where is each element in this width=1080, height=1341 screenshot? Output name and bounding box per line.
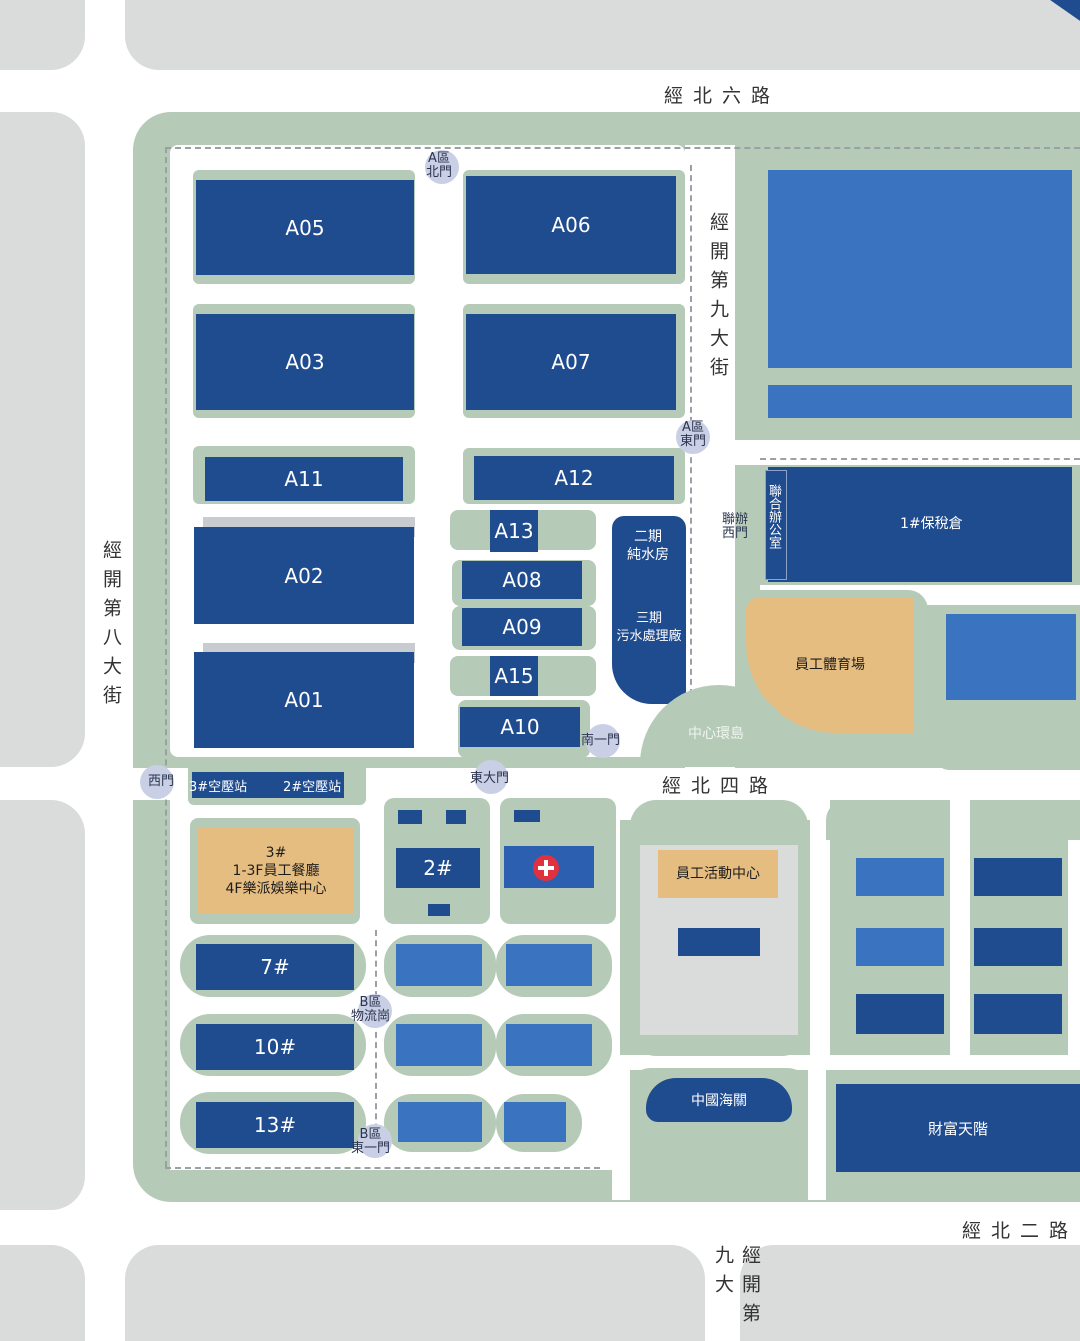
building-a09[interactable]: A09 xyxy=(462,608,582,646)
dorm-7[interactable]: 7# xyxy=(196,944,354,990)
city-block-bottom-middle xyxy=(125,1245,705,1341)
gate-east-main-marker[interactable] xyxy=(474,760,508,794)
joint-office-box[interactable] xyxy=(765,470,787,580)
building-a02[interactable]: A02 xyxy=(194,527,414,624)
building-a13[interactable]: A13 xyxy=(490,510,538,552)
road-label-kai-nine: 經開第九大街 xyxy=(707,212,729,386)
building-a12[interactable]: A12 xyxy=(474,456,674,500)
building-east-top[interactable] xyxy=(768,170,1072,368)
activity-center[interactable]: 員工活動中心 xyxy=(658,850,778,898)
grid-building-3[interactable] xyxy=(856,928,944,966)
gate-b-logistics[interactable]: B區 物流崗 xyxy=(351,995,391,1024)
building-a11[interactable]: A11 xyxy=(205,457,403,501)
dorm-right-3[interactable] xyxy=(504,1102,566,1142)
building-air-stations[interactable] xyxy=(192,772,344,798)
label-joint-office: 聯合辦公室 xyxy=(766,484,781,549)
grid-building-4[interactable] xyxy=(974,928,1062,966)
road-label-north-four: 經北四路 xyxy=(662,775,779,797)
road-corridor-customs xyxy=(612,1060,630,1200)
dorm-mid-3[interactable] xyxy=(398,1102,482,1142)
road-corridor-vert-mid xyxy=(810,800,830,1060)
customs-building[interactable]: 中國海關 xyxy=(646,1078,792,1122)
city-block-top-left xyxy=(0,0,85,70)
gate-a-north-marker[interactable] xyxy=(425,150,459,184)
road-corridor-vert-right xyxy=(950,800,970,1055)
zone-boundary-left xyxy=(165,147,167,1167)
grid-lawn-r2 xyxy=(972,800,1080,840)
clinic-small[interactable] xyxy=(514,810,540,822)
zone-a-boundary-top xyxy=(165,147,1080,149)
building-a05[interactable]: A05 xyxy=(196,180,414,275)
gate-a-north[interactable]: A區 北門 xyxy=(426,151,453,180)
dorm-mid-1[interactable] xyxy=(396,944,482,986)
label-bonded-warehouse: 1#保稅倉 xyxy=(900,516,963,532)
grid-lawn-r1 xyxy=(826,800,946,840)
dorm-right-1[interactable] xyxy=(506,944,592,986)
gate-a-east-marker[interactable] xyxy=(676,420,710,454)
zone-boundary-bottom xyxy=(165,1167,600,1169)
joint-gate-lawn xyxy=(735,465,757,587)
dorm-13[interactable]: 13# xyxy=(196,1102,354,1148)
building-a15[interactable]: A15 xyxy=(490,656,538,696)
label-pure-water: 二期 純水房 xyxy=(627,529,669,563)
zone-b-boundary xyxy=(375,930,377,1150)
canteen-building[interactable]: 3# 1-3F員工餐廳 4F樂派娛樂中心 xyxy=(198,828,354,914)
dorm-mid-2[interactable] xyxy=(396,1024,482,1066)
label-sewage: 三期 污水處理廠 xyxy=(616,611,682,644)
gate-east-main[interactable]: 東大門 xyxy=(470,771,510,786)
road-corridor-vert-far xyxy=(1068,800,1080,1055)
building-a07[interactable]: A07 xyxy=(466,314,676,410)
city-block-left-upper xyxy=(0,112,85,767)
building-east-strip[interactable] xyxy=(768,385,1072,418)
fortune-building[interactable]: 財富天階 xyxy=(836,1084,1080,1172)
gate-west-marker[interactable] xyxy=(140,765,174,799)
building-a06[interactable]: A06 xyxy=(466,176,676,274)
road-corridor-south xyxy=(620,1055,1080,1070)
medical-cross-icon xyxy=(533,855,559,881)
grid-building-1[interactable] xyxy=(856,858,944,896)
road-label-kai-nine-south: 經開第九大 xyxy=(712,1245,761,1332)
building-a03[interactable]: A03 xyxy=(196,314,414,410)
building-a01[interactable]: A01 xyxy=(194,652,414,748)
building-a10[interactable]: A10 xyxy=(460,707,580,747)
gate-b-logistics-marker[interactable] xyxy=(358,994,392,1028)
building-2-small-c[interactable] xyxy=(428,904,450,916)
building-a08[interactable]: A08 xyxy=(462,561,582,599)
building-2[interactable]: 2# xyxy=(396,848,480,888)
city-block-bottom-left xyxy=(0,1245,85,1341)
gate-west[interactable]: 西門 xyxy=(148,774,175,789)
road-corridor-a-east xyxy=(685,145,735,770)
gate-b-east-one[interactable]: B區 東一門 xyxy=(351,1127,391,1156)
grid-building-6[interactable] xyxy=(974,994,1062,1034)
gate-joint-west[interactable]: 聯辦 西門 xyxy=(722,512,749,541)
dorm-right-2[interactable] xyxy=(506,1024,592,1066)
city-block-left-lower xyxy=(0,800,85,1210)
building-bonded-warehouse[interactable] xyxy=(768,467,1072,582)
road-corridor-east xyxy=(735,440,1080,465)
road-corridor-customs-2 xyxy=(808,1060,826,1200)
gate-a-east[interactable]: A區 東門 xyxy=(680,420,707,449)
gate-b-east-one-marker[interactable] xyxy=(358,1124,392,1158)
city-block-bottom-right xyxy=(740,1245,1080,1341)
road-label-kai-eight: 經開第八大街 xyxy=(100,540,122,714)
road-label-north-two: 經北二路 xyxy=(962,1220,1079,1242)
gate-south-one-marker[interactable] xyxy=(586,724,620,758)
activity-building[interactable] xyxy=(678,928,760,956)
label-air-station-3: 3#空壓站 xyxy=(189,780,248,795)
building-water-sewage[interactable] xyxy=(612,516,686,704)
building-east-mid[interactable] xyxy=(946,614,1076,700)
building-2-small-b[interactable] xyxy=(446,810,466,824)
building-2-small-a[interactable] xyxy=(398,810,422,824)
label-air-station-2: 2#空壓站 xyxy=(283,780,342,795)
city-block-top xyxy=(125,0,1080,70)
dorm-10[interactable]: 10# xyxy=(196,1024,354,1070)
grid-building-5[interactable] xyxy=(856,994,944,1034)
grid-building-2[interactable] xyxy=(974,858,1062,896)
joint-office-boundary xyxy=(760,458,1080,460)
gate-south-one[interactable]: 南一門 xyxy=(581,733,621,748)
road-label-north-six: 經北六路 xyxy=(664,85,781,107)
label-roundabout: 中心環島 xyxy=(688,726,744,742)
